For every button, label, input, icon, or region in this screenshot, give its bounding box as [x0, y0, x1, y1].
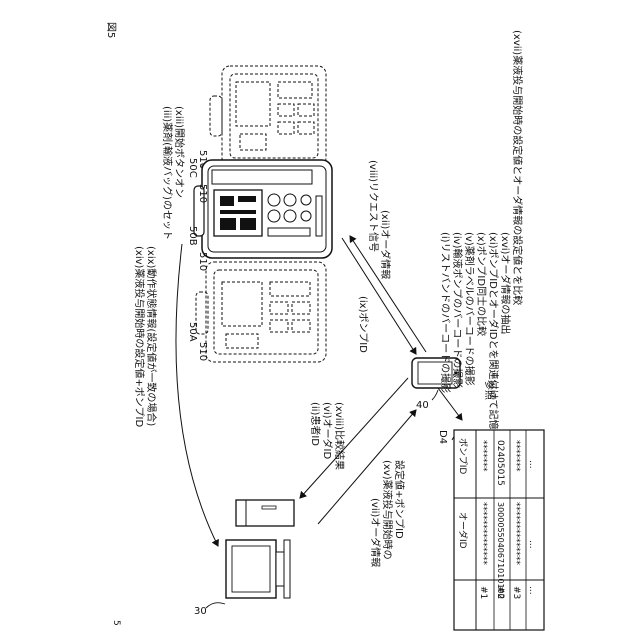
arrow-pump-to-pc — [176, 244, 218, 546]
tablet-leader-line — [432, 390, 438, 400]
side-number: 5 — [111, 620, 121, 626]
figure-label: 図5 — [105, 22, 117, 38]
label-pc-to-tablet-1: (vii)オーダ情報 — [369, 498, 382, 567]
ref-pc: 30 — [194, 606, 207, 617]
label-tablet-to-pc-1: (ii)患者ID — [309, 402, 321, 446]
ref-slot-a: 510 — [197, 342, 208, 361]
label-tablet-to-pump-2: (xii)オーダ情報 — [379, 210, 392, 279]
ref-pump-b: 50B — [187, 226, 198, 246]
infusion-pump-a — [196, 262, 326, 362]
ref-pump-a: 50A — [187, 322, 198, 342]
label-tablet-action-2: (iv)輸液ポンプのバーコードの撮影 — [451, 232, 464, 388]
table-row-1-order: ************** — [478, 502, 488, 566]
label-pc-to-tablet-2: (xv)薬液投与開始時の — [381, 460, 394, 560]
label-reference: 参照 — [483, 380, 496, 400]
pc-leader-line — [206, 603, 225, 608]
infusion-pump-c — [210, 66, 326, 166]
ref-tablet: 40 — [416, 400, 429, 411]
label-tablet-action-4: (x)ポンプID同士の比較 — [475, 232, 488, 336]
arrow-pump-to-tablet — [342, 238, 416, 354]
table-row-3-index: #3 — [511, 586, 521, 599]
label-pc-to-pump-2: (xix)動作状態情報(設定値が一致の場合) — [145, 246, 158, 426]
label-pump-c-action-2: (xiii)開始ボタンオン — [173, 106, 186, 198]
ref-pump-c: 50C — [187, 158, 198, 178]
label-pc-to-pump-1: (xiv)薬液投与開始時の設定値+ポンプID — [133, 246, 146, 427]
infusion-pump-b — [194, 160, 332, 258]
label-tablet-to-pump-1: (viii)リクエスト信号 — [367, 160, 379, 252]
label-tablet-action-6: (xvi)オーダ情報の抽出 — [499, 232, 512, 334]
table-row-4-order: ... — [527, 540, 537, 549]
table-row-1-pump: ******* — [478, 440, 488, 472]
table-row-2-order: 3000055040671010100 — [496, 502, 505, 599]
label-pump-c-action-1: (iii)薬剤(輸液バッグ)のセット — [161, 106, 174, 240]
table-row-1-index: #1 — [478, 586, 488, 599]
table-header-order-id: オーダID — [457, 512, 469, 549]
pc-icon — [226, 500, 294, 598]
table-row-3-order: ************** — [511, 502, 521, 566]
ref-slot-b1: 510 — [197, 184, 208, 203]
label-tablet-to-pc-3: (xviii)比較結果 — [333, 402, 346, 470]
table-row-4-index: ... — [527, 586, 537, 595]
label-tablet-action-1: (i)リストバンドのバーコードの撮影 — [439, 232, 452, 393]
label-tablet-to-pc-2: (vi)オーダID — [321, 402, 334, 459]
label-tablet-action-3: (v)薬剤ラベルのバーコードの撮影 — [463, 232, 476, 386]
table-header-pump-id: ポンプID — [457, 438, 468, 474]
label-tablet-action-7: (xvii)薬液投与開始時の設定値とオーダ情報の設定値とを比較 — [511, 30, 524, 305]
table-row-3-pump: ******* — [511, 440, 521, 472]
ref-table: D4 — [437, 430, 448, 444]
table-row-2-pump: 02405015 — [495, 440, 505, 486]
label-pc-to-tablet-3: 設定値+ポンプID — [393, 460, 406, 539]
table-row-4-pump: ... — [527, 460, 537, 469]
label-pump-to-tablet: (ix)ポンプID — [357, 296, 369, 353]
